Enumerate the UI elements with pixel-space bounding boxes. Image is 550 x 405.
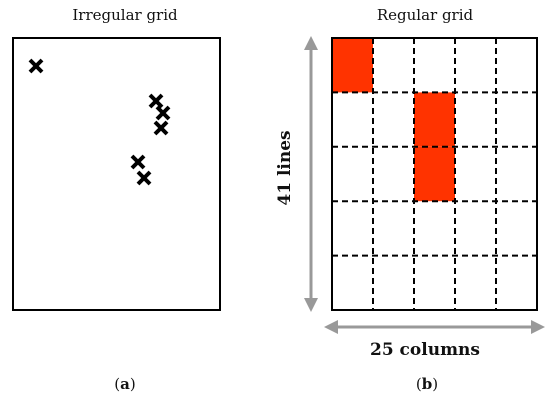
x-marker (155, 105, 171, 121)
panel-b-caption: (b) (415, 375, 439, 393)
x-marker (148, 93, 164, 109)
columns-label: 25 columns (369, 340, 480, 360)
panel-a-caption-letter: a (120, 375, 130, 393)
panel-a-caption: (a) (114, 375, 136, 393)
highlighted-cell (414, 146, 455, 202)
columns-arrow (324, 320, 545, 334)
x-marker (153, 120, 169, 136)
rows-label: 41 lines (275, 130, 295, 206)
regular-grid-highlighted-cells (332, 38, 455, 202)
highlighted-cell (414, 92, 455, 147)
regular-grid-lines (332, 38, 537, 310)
x-marker (130, 154, 146, 170)
highlighted-cell (332, 38, 373, 93)
irregular-grid-points (28, 58, 171, 186)
x-marker (28, 58, 44, 74)
irregular-grid-frame (12, 37, 221, 311)
panel-a-title: Irregular grid (72, 6, 178, 24)
regular-grid-frame (331, 37, 538, 311)
x-marker (136, 170, 152, 186)
rows-arrow (304, 36, 318, 312)
panel-b-title: Regular grid (376, 6, 474, 24)
panel-b-caption-letter: b (421, 375, 433, 393)
